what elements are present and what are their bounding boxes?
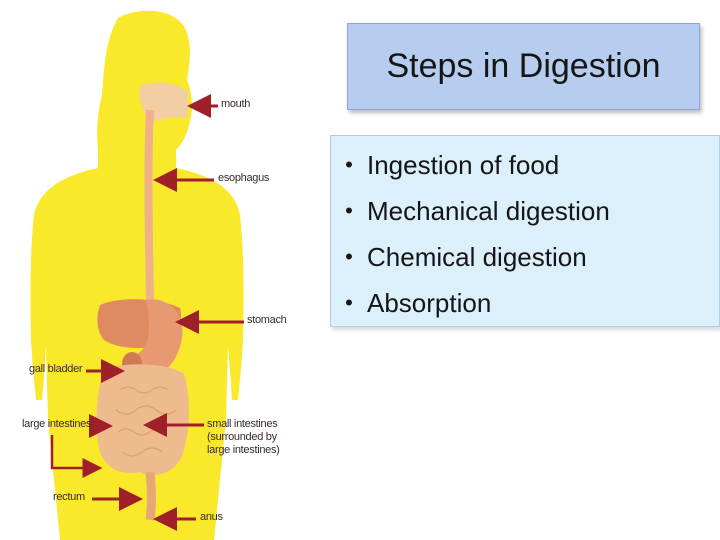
intestines <box>97 364 189 475</box>
step-text: Mechanical digestion <box>367 196 610 227</box>
label-gall-bladder: gall bladder <box>29 363 82 375</box>
label-small-intestines: small intestines (surrounded by large in… <box>207 418 280 457</box>
list-item: • Mechanical digestion <box>331 188 719 234</box>
label-large-intestines: large intestines <box>22 418 91 430</box>
slide-title: Steps in Digestion <box>386 47 660 86</box>
bullet-icon: • <box>331 198 367 224</box>
step-text: Chemical digestion <box>367 242 587 273</box>
label-anus: anus <box>200 511 223 523</box>
label-small-intestines-line2: (surrounded by <box>207 431 280 444</box>
steps-list: • Ingestion of food • Mechanical digesti… <box>331 136 719 326</box>
label-rectum: rectum <box>53 491 85 503</box>
label-stomach: stomach <box>247 314 286 326</box>
list-item: • Absorption <box>331 280 719 326</box>
label-small-intestines-line1: small intestines <box>207 418 280 431</box>
list-item: • Ingestion of food <box>331 142 719 188</box>
bullet-icon: • <box>331 244 367 270</box>
esophagus-tube <box>149 110 151 300</box>
step-text: Ingestion of food <box>367 150 559 181</box>
steps-list-box: • Ingestion of food • Mechanical digesti… <box>330 135 720 327</box>
digestive-system-diagram <box>0 0 330 540</box>
rectum-tube <box>150 472 152 520</box>
bullet-icon: • <box>331 152 367 178</box>
step-text: Absorption <box>367 288 491 319</box>
label-mouth: mouth <box>221 98 250 110</box>
title-box: Steps in Digestion <box>347 23 700 110</box>
label-esophagus: esophagus <box>218 172 269 184</box>
bullet-icon: • <box>331 290 367 316</box>
list-item: • Chemical digestion <box>331 234 719 280</box>
label-small-intestines-line3: large intestines) <box>207 444 280 457</box>
